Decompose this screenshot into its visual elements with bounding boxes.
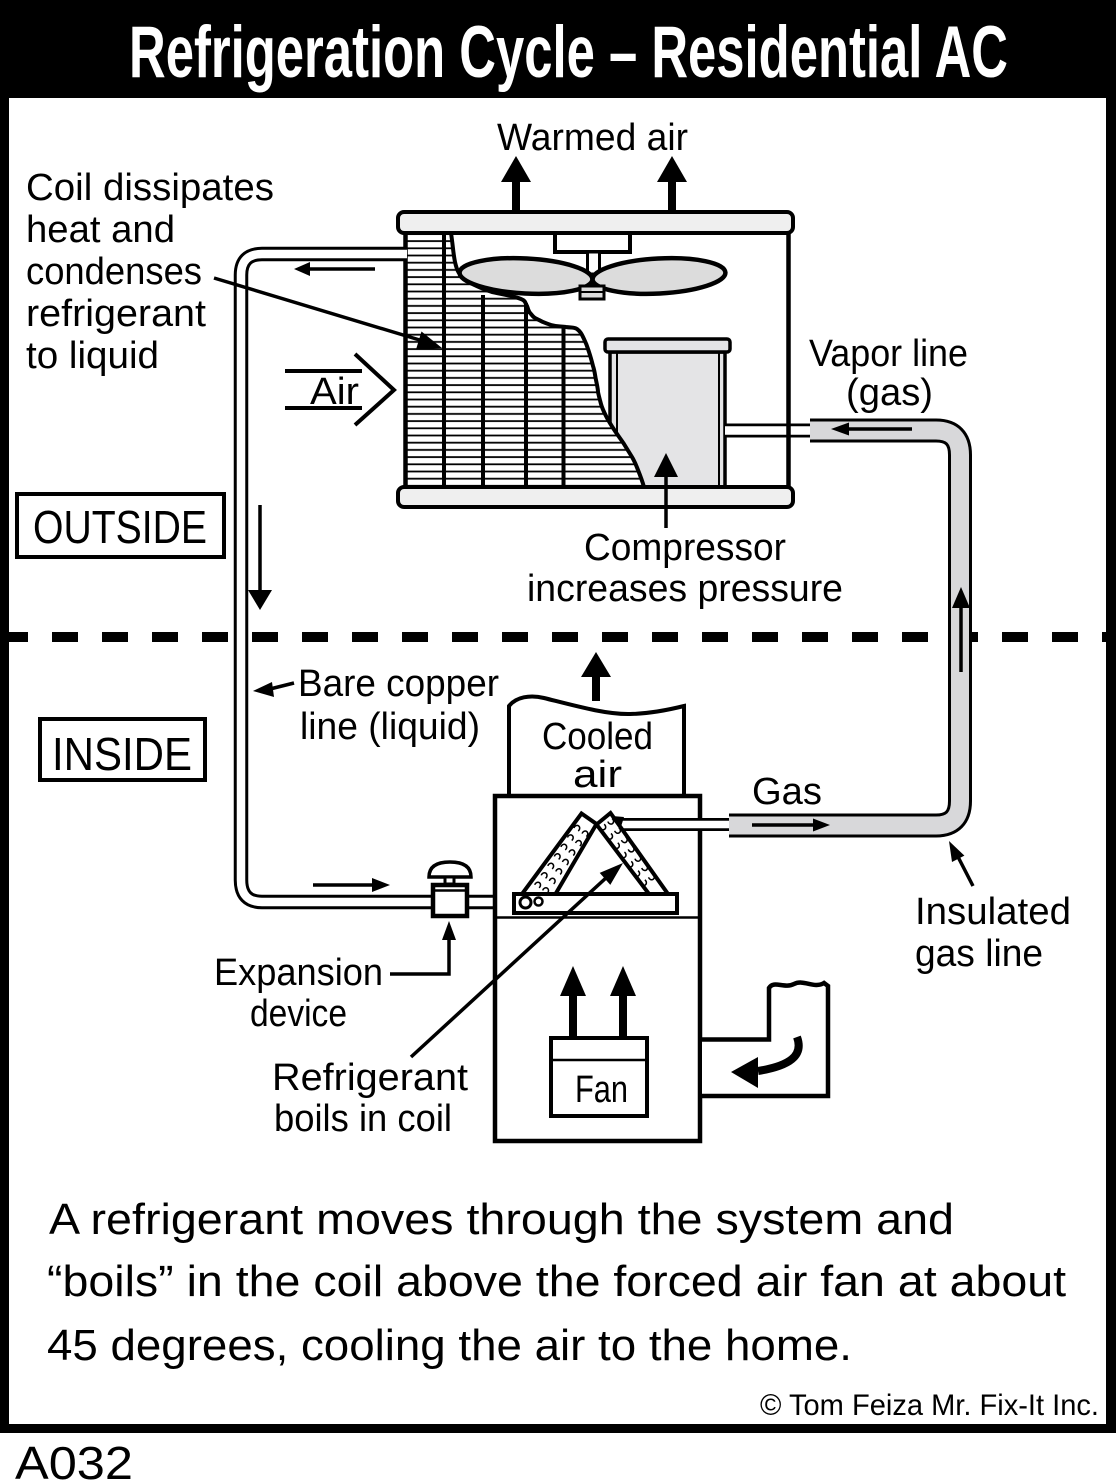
svg-text:line (liquid): line (liquid) bbox=[300, 706, 480, 748]
svg-text:Expansion: Expansion bbox=[214, 952, 383, 994]
svg-text:boils in coil: boils in coil bbox=[274, 1098, 452, 1140]
svg-text:45 degrees, cooling the air to: 45 degrees, cooling the air to the home. bbox=[47, 1321, 852, 1370]
svg-text:Refrigerant: Refrigerant bbox=[272, 1057, 468, 1099]
svg-text:Coil dissipates: Coil dissipates bbox=[26, 167, 274, 209]
svg-text:Warmed air: Warmed air bbox=[497, 117, 688, 159]
svg-text:“boils” in the coil above the: “boils” in the coil above the forced air… bbox=[47, 1257, 1066, 1306]
svg-text:INSIDE: INSIDE bbox=[52, 728, 192, 780]
svg-text:air: air bbox=[573, 754, 622, 796]
svg-text:OUTSIDE: OUTSIDE bbox=[33, 501, 207, 553]
svg-text:A refrigerant moves through th: A refrigerant moves through the system a… bbox=[49, 1195, 954, 1244]
svg-text:Cooled: Cooled bbox=[542, 716, 653, 758]
svg-text:© Tom Feiza Mr. Fix-It Inc.: © Tom Feiza Mr. Fix-It Inc. bbox=[760, 1389, 1099, 1422]
svg-text:condenses: condenses bbox=[26, 251, 202, 293]
svg-text:A032: A032 bbox=[15, 1437, 133, 1481]
svg-text:device: device bbox=[250, 993, 347, 1035]
svg-text:Air: Air bbox=[310, 371, 359, 413]
svg-text:Vapor line: Vapor line bbox=[809, 333, 968, 375]
svg-text:(gas): (gas) bbox=[846, 372, 933, 414]
svg-text:increases pressure: increases pressure bbox=[527, 568, 843, 610]
svg-text:Bare copper: Bare copper bbox=[298, 663, 499, 705]
svg-text:Insulated: Insulated bbox=[915, 891, 1071, 933]
svg-text:gas line: gas line bbox=[915, 933, 1043, 975]
svg-text:Refrigeration Cycle – Resident: Refrigeration Cycle – Residential AC bbox=[129, 12, 1008, 93]
svg-text:heat and: heat and bbox=[26, 209, 175, 251]
svg-text:Fan: Fan bbox=[575, 1069, 628, 1111]
svg-text:refrigerant: refrigerant bbox=[26, 293, 206, 335]
svg-text:to liquid: to liquid bbox=[26, 335, 159, 377]
svg-text:Compressor: Compressor bbox=[584, 527, 786, 569]
svg-text:Gas: Gas bbox=[752, 771, 822, 813]
